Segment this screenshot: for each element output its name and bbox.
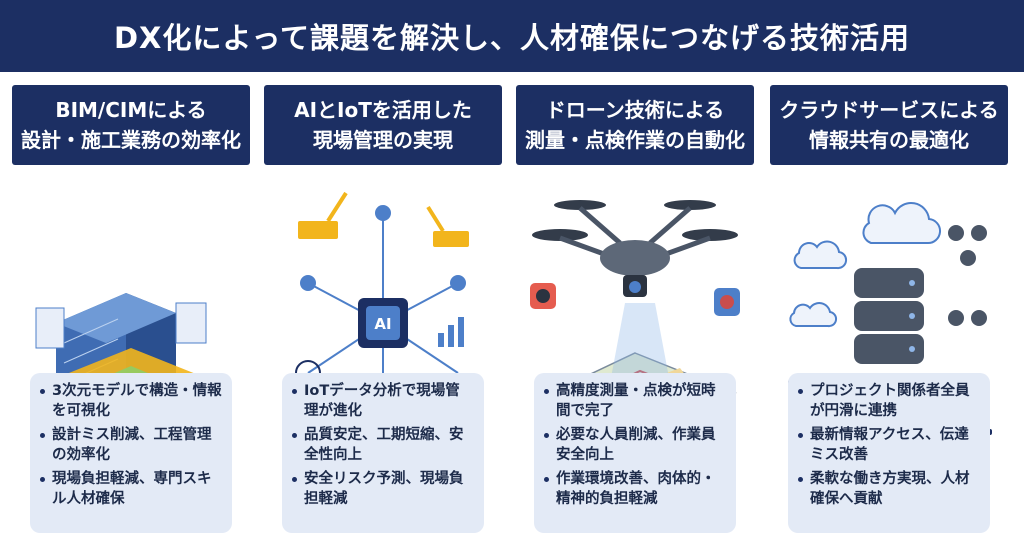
- column-heading: ドローン技術による 測量・点検作業の自動化: [516, 85, 754, 165]
- column-heading-line: 現場管理の実現: [313, 128, 453, 152]
- benefit-item: IoTデータ分析で現場管理が進化: [292, 381, 474, 421]
- column-heading-line: 情報共有の最適化: [809, 128, 969, 152]
- column-bim-cim: BIM/CIMによる 設計・施工業務の効率化 3次元モデルで構造・情報を可視化 …: [12, 85, 250, 543]
- benefit-item: 安全リスク予測、現場負担軽減: [292, 469, 474, 509]
- page-title: DX化によって課題を解決し、人材確保につなげる技術活用: [113, 21, 911, 55]
- column-heading-line: ドローン技術による: [545, 98, 725, 122]
- benefit-item: 現場負担軽減、専門スキル人材確保: [40, 469, 222, 509]
- benefit-item: 柔軟な働き方実現、人材確保へ貢献: [798, 469, 980, 509]
- benefit-item: 作業環境改善、肉体的・精神的負担軽減: [544, 469, 726, 509]
- ai-chip-label: AI: [374, 315, 391, 333]
- page-title-banner: DX化によって課題を解決し、人材確保につなげる技術活用: [0, 0, 1024, 72]
- column-cloud: クラウドサービスによる 情報共有の最適化 プロジェクト関係者全員が円滑に連携 最…: [770, 85, 1008, 543]
- benefit-item: 必要な人員削減、作業員安全向上: [544, 425, 726, 465]
- benefit-box: IoTデータ分析で現場管理が進化 品質安定、工期短縮、安全性向上 安全リスク予測…: [282, 373, 484, 533]
- column-ai-iot: AIとIoTを活用した 現場管理の実現 AI IoTデータ分析で現場管理が進化 …: [264, 85, 502, 543]
- column-heading-line: 設計・施工業務の効率化: [21, 128, 241, 152]
- benefit-item: 3次元モデルで構造・情報を可視化: [40, 383, 222, 419]
- benefit-item: 最新情報アクセス、伝達ミス改善: [798, 425, 980, 465]
- benefit-box: プロジェクト関係者全員が円滑に連携 最新情報アクセス、伝達ミス改善 柔軟な働き方…: [788, 373, 990, 533]
- benefit-box: 3次元モデルで構造・情報を可視化 設計ミス削減、工程管理の効率化 現場負担軽減、…: [30, 373, 232, 533]
- column-heading: AIとIoTを活用した 現場管理の実現: [264, 85, 502, 165]
- column-heading: クラウドサービスによる 情報共有の最適化: [770, 85, 1008, 165]
- benefit-item: プロジェクト関係者全員が円滑に連携: [798, 381, 980, 421]
- column-heading-line: 測量・点検作業の自動化: [525, 128, 745, 152]
- column-heading-line: クラウドサービスによる: [779, 98, 999, 122]
- benefit-item: 高精度測量・点検が短時間で完了: [544, 381, 726, 421]
- column-drone: ドローン技術による 測量・点検作業の自動化 高精度測量・点検が短時間で完了 必要…: [516, 85, 754, 543]
- benefit-item: 品質安定、工期短縮、安全性向上: [292, 425, 474, 465]
- benefit-item: 設計ミス削減、工程管理の効率化: [40, 425, 222, 465]
- column-heading-line: BIM/CIMによる: [55, 98, 207, 122]
- benefit-box: 高精度測量・点検が短時間で完了 必要な人員削減、作業員安全向上 作業環境改善、肉…: [534, 373, 736, 533]
- column-heading-line: AIとIoTを活用した: [294, 98, 472, 122]
- column-heading: BIM/CIMによる 設計・施工業務の効率化: [12, 85, 250, 165]
